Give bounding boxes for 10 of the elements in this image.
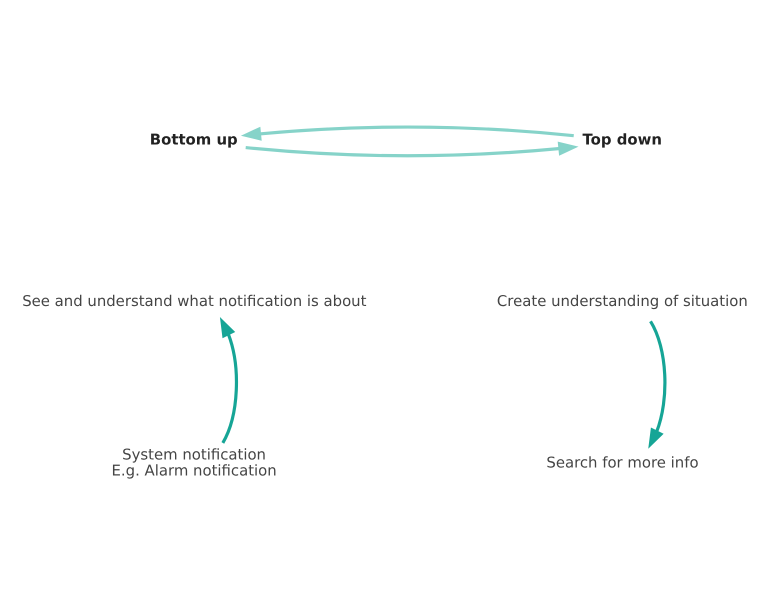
arrow	[648, 320, 666, 449]
arrow	[219, 316, 238, 444]
node-text: Search for more info	[546, 453, 698, 472]
node-text: System notification E.g. Alarm notification	[111, 446, 276, 480]
node-text: Create understanding of situation	[496, 292, 748, 310]
arrow	[245, 142, 578, 158]
arrow	[240, 125, 574, 141]
node-text: Bottom up	[149, 130, 238, 148]
node-text: Top down	[582, 130, 662, 148]
node-text: See and understand what notification is about	[22, 292, 366, 310]
